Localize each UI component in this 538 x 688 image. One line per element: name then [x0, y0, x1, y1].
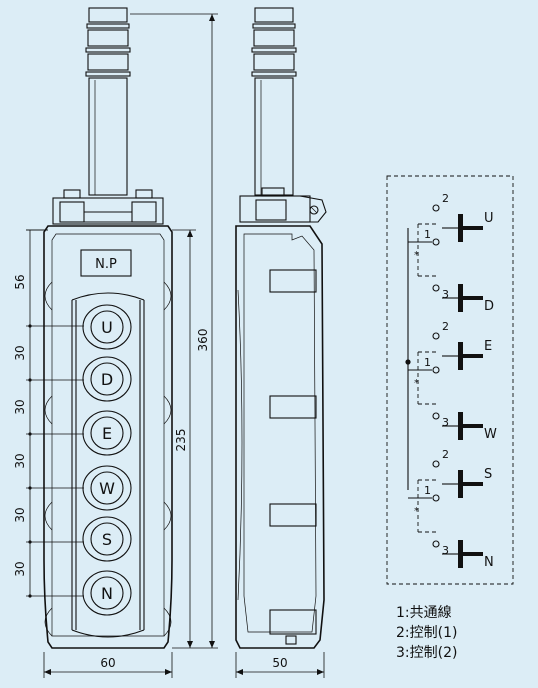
- contact-2-label: 2: [442, 192, 449, 205]
- contact-1-terminal: [432, 238, 440, 246]
- button-cap: [90, 310, 124, 344]
- contact-group-3: 2 1 3 * S N: [408, 448, 494, 570]
- output-e: E: [442, 339, 492, 370]
- legend: 1:共通線 2:控制(1) 3:控制(2): [396, 605, 457, 661]
- dim-vertical-3: 30: [13, 399, 27, 414]
- output-label: U: [484, 211, 494, 226]
- dim-vertical-4: 30: [13, 453, 27, 468]
- nameplate-label: N.P: [95, 257, 117, 272]
- side-view: 50: [235, 7, 327, 678]
- contact-group-2: 2 1 3 * E W: [408, 320, 497, 442]
- interlock-mark: *: [414, 506, 419, 517]
- contact-3-terminal: [432, 284, 440, 292]
- circuit-frame: [386, 175, 514, 585]
- button-label: W: [99, 479, 115, 498]
- contact-2-label: 2: [442, 448, 449, 461]
- contact-1-label: 1: [424, 484, 431, 497]
- contact-1-terminal: [432, 366, 440, 374]
- common-junction: [405, 359, 411, 365]
- front-cable-gland: [85, 7, 131, 196]
- front-buttons: U D E W S N: [82, 304, 132, 616]
- legend-item-2: 2:控制(1): [396, 625, 457, 641]
- button-d: D: [82, 356, 132, 402]
- contact-2-terminal: [432, 332, 440, 340]
- side-cable-gland: [251, 7, 297, 196]
- output-label: D: [484, 299, 494, 314]
- button-e: E: [82, 410, 132, 456]
- dim-vertical-2: 30: [13, 345, 27, 360]
- front-top-bracket: [52, 189, 164, 225]
- contact-3-terminal: [432, 412, 440, 420]
- dim-height-body: 235: [174, 429, 188, 452]
- legend-item-3: 3:控制(2): [396, 645, 457, 661]
- contact-2-terminal: [432, 460, 440, 468]
- button-rim: [82, 410, 132, 456]
- output-s: S: [442, 467, 492, 498]
- front-body: [43, 225, 173, 649]
- contact-2-label: 2: [442, 320, 449, 333]
- circuit-diagram: 2 1 3 * U D 2 1 3 * E W 2 1 3 * S N: [386, 175, 514, 585]
- button-s: S: [82, 516, 132, 562]
- dim-vertical-6: 30: [13, 561, 27, 576]
- front-view: N.P U D E W S N: [43, 7, 173, 649]
- dim-vertical-1: 56: [13, 274, 27, 289]
- dim-width-side: 50: [272, 656, 287, 670]
- dim-vertical-5: 30: [13, 507, 27, 522]
- contact-1-label: 1: [424, 356, 431, 369]
- button-label: U: [101, 318, 113, 337]
- button-label: D: [101, 370, 113, 389]
- button-u: U: [82, 304, 132, 350]
- button-cap: [90, 576, 124, 610]
- button-rim: [82, 516, 132, 562]
- output-d: D: [442, 284, 494, 314]
- side-body: [235, 225, 325, 649]
- output-n: N: [442, 540, 494, 570]
- button-cap: [90, 522, 124, 556]
- contact-3-terminal: [432, 540, 440, 548]
- button-label: N: [101, 584, 113, 603]
- button-cap: [90, 362, 124, 396]
- output-label: N: [484, 555, 494, 570]
- contact-3-label: 3: [442, 288, 449, 301]
- button-rim: [82, 304, 132, 350]
- side-top-bracket: [239, 187, 327, 223]
- button-n: N: [82, 570, 132, 616]
- button-w: W: [82, 465, 132, 511]
- output-w: W: [442, 412, 497, 442]
- output-u: U: [442, 211, 494, 242]
- contact-1-terminal: [432, 494, 440, 502]
- interlock-mark: *: [414, 378, 419, 389]
- button-cap: [90, 416, 124, 450]
- legend-item-1: 1:共通線: [396, 605, 452, 621]
- button-rim: [82, 356, 132, 402]
- dim-width-front: 60: [100, 656, 115, 670]
- output-label: E: [484, 339, 492, 354]
- contact-3-label: 3: [442, 544, 449, 557]
- contact-2-terminal: [432, 204, 440, 212]
- contact-1-label: 1: [424, 228, 431, 241]
- output-label: W: [484, 427, 497, 442]
- contact-3-label: 3: [442, 416, 449, 429]
- button-label: E: [102, 424, 112, 443]
- nameplate: N.P: [80, 249, 132, 277]
- button-rim: [82, 570, 132, 616]
- contact-group-1: 2 1 3 * U D: [408, 192, 494, 314]
- button-cap: [90, 471, 124, 505]
- dim-height-total: 360: [196, 329, 210, 352]
- output-label: S: [484, 467, 492, 482]
- front-dimensions: 56 30 30 30 30 30 60 235 360: [13, 13, 218, 678]
- interlock-mark: *: [414, 250, 419, 261]
- button-label: S: [102, 530, 112, 549]
